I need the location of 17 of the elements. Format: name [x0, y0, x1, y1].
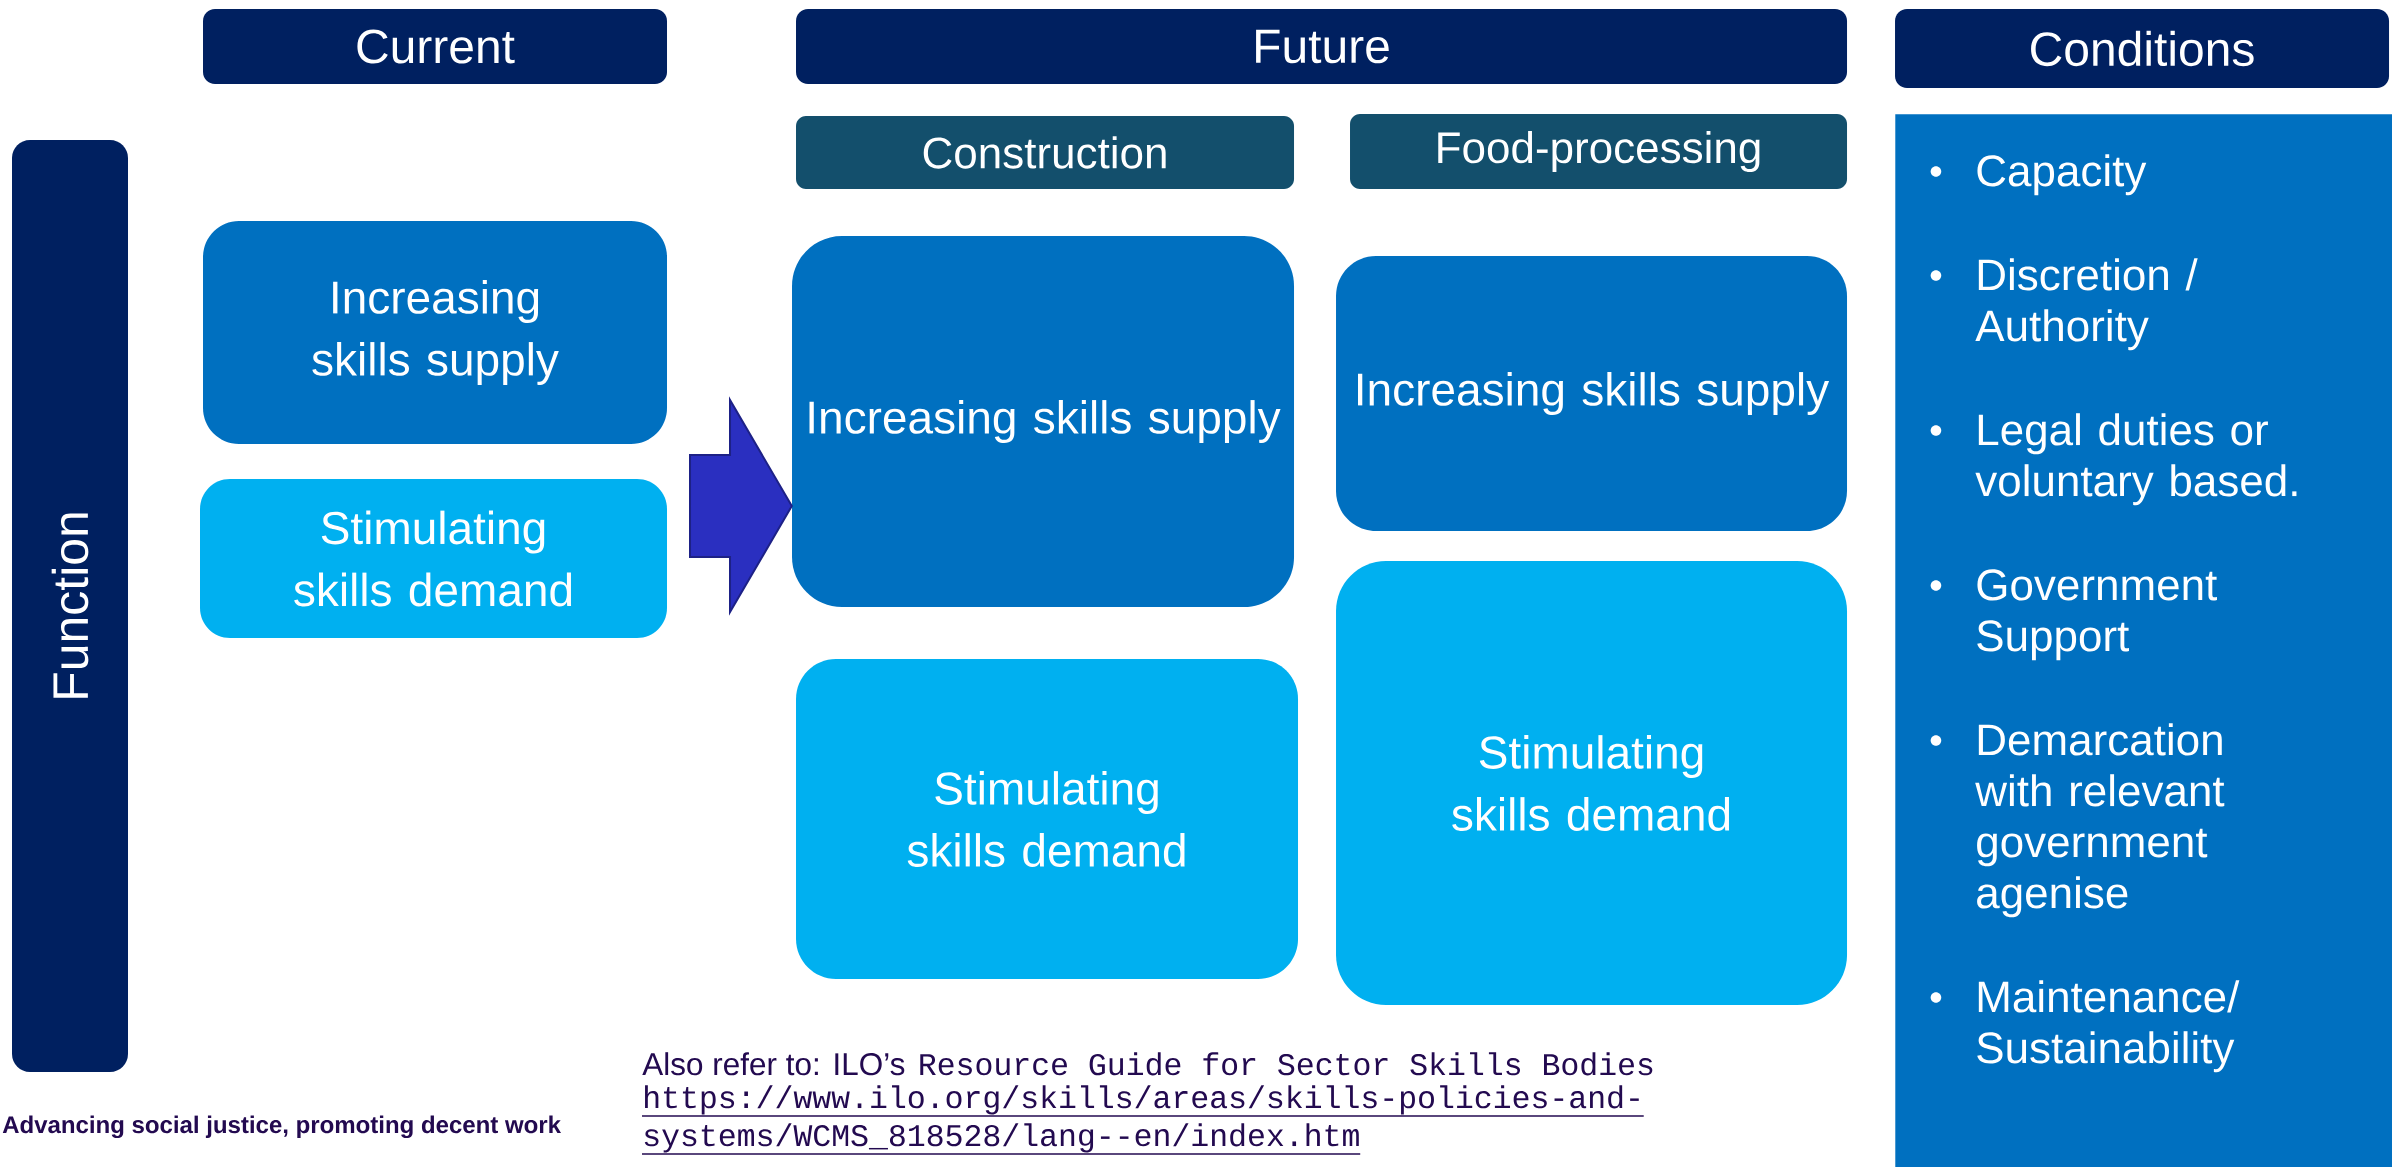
header-bar: Future	[796, 9, 1848, 84]
function-box: Stimulating skills demand	[1336, 561, 1848, 1005]
function-box: Increasing skills supply	[1336, 256, 1848, 531]
function-box: Increasing skills supply	[792, 236, 1294, 607]
slogan: Advancing social justice, promoting decent work	[2, 1115, 561, 1139]
function-box: Increasing skills supply	[203, 221, 667, 444]
header-bar: Construction	[796, 116, 1294, 189]
function-box: Stimulating skills demand	[796, 659, 1298, 979]
header-bar: Food-processing	[1350, 114, 1848, 189]
conditions-panel: Capacity Discretion / Authority Legal duties or voluntary based. Government Support Demarcation with relevant government agenise Maintenance/Sustainability	[1895, 114, 2392, 1167]
reference-title: Resource Guide for Sector Skills Bodies	[920, 1052, 1653, 1076]
reference-text: Also refer to: ILO’s	[642, 1052, 905, 1076]
side-label-bar: Function	[12, 140, 128, 1072]
header-bar: Conditions	[1895, 9, 2390, 88]
function-box: Stimulating skills demand	[200, 479, 667, 638]
link: https://www.ilo.org/skills/areas/skills-policies-and-systems/WCMS_818528/lang--en/index.htm	[641, 1085, 1645, 1155]
header-bar: Current	[203, 9, 667, 84]
